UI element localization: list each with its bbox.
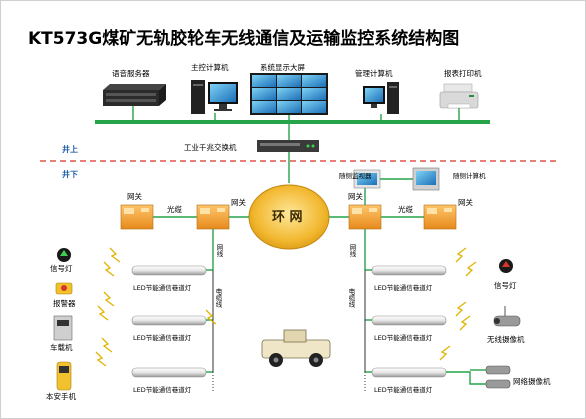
roadside-computer-icon	[412, 167, 440, 191]
fiber-right-label: 光缆	[398, 204, 413, 214]
lane-light-left-3-label: LED节能通信巷道灯	[133, 385, 192, 394]
lane-light-left-1-label: LED节能通信巷道灯	[133, 283, 192, 292]
lane-light-left-2-icon	[131, 315, 207, 326]
gateway-left-2-label: 网关	[231, 197, 246, 207]
switch-label: 工业千兆交换机	[184, 142, 237, 152]
gateway-right-2-label: 网关	[458, 197, 473, 207]
above-ground-label: 井上	[62, 144, 78, 154]
roadside-monitor-label: 随侧监视器	[339, 171, 372, 180]
gateway-left-2-icon	[196, 204, 230, 230]
rubber-tyred-vehicle-icon	[261, 329, 331, 367]
below-ground-label: 井下	[62, 169, 78, 179]
lane-light-right-3-label: LED节能通信巷道灯	[374, 385, 433, 394]
alarm-icon	[55, 282, 73, 295]
wireless-camera-icon	[493, 306, 521, 327]
lane-light-left-1-icon	[131, 265, 207, 276]
voice-server-icon	[103, 84, 166, 106]
net-cable-left-label: 网线	[215, 244, 223, 257]
gateway-right-2-icon	[423, 204, 457, 230]
left-device-phone-label: 本安手机	[46, 391, 76, 401]
main-computer-icon	[191, 80, 238, 114]
lane-light-right-1-icon	[371, 265, 447, 276]
industrial-switch-icon	[257, 140, 319, 152]
network-camera-icon	[485, 365, 511, 389]
right-device-wireless-camera-label: 无线摄像机	[487, 334, 525, 344]
printer-icon	[439, 83, 479, 109]
vehicle-terminal-icon	[53, 315, 73, 341]
gateway-left-1-icon	[120, 204, 154, 230]
right-device-signal-label: 信号灯	[494, 280, 517, 290]
gateway-right-1-label: 网关	[348, 191, 363, 201]
power-cable-right-label: 电缆线	[347, 287, 355, 308]
video-wall-label: 系统显示大屏	[260, 62, 305, 72]
signal-light-left-icon	[57, 248, 71, 262]
lane-light-right-1-label: LED节能通信巷道灯	[374, 283, 433, 292]
mgmt-computer-icon	[363, 82, 399, 114]
power-cable-left-label: 电缆线	[214, 287, 222, 308]
gateway-left-1-label: 网关	[127, 191, 142, 201]
lane-light-left-3-icon	[131, 367, 207, 378]
left-device-vehicle-label: 车载机	[50, 342, 73, 352]
right-device-network-camera-label: 网络摄像机	[513, 376, 551, 386]
main-computer-label: 主控计算机	[191, 62, 229, 72]
ring-network-label: 环 网	[272, 210, 303, 225]
video-wall-icon	[250, 73, 328, 115]
left-device-signal-label: 信号灯	[50, 263, 73, 273]
lane-light-left-2-label: LED节能通信巷道灯	[133, 333, 192, 342]
fiber-left-label: 光缆	[167, 204, 182, 214]
lane-light-right-2-label: LED节能通信巷道灯	[374, 333, 433, 342]
mgmt-computer-label: 管理计算机	[355, 68, 393, 78]
net-cable-right-label: 网线	[348, 244, 356, 257]
left-device-alarm-label: 报警器	[53, 298, 76, 308]
roadside-computer-label: 随侧计算机	[453, 171, 486, 180]
lane-light-right-3-icon	[371, 367, 447, 378]
signal-light-right-icon	[499, 259, 513, 273]
gateway-right-1-icon	[348, 204, 382, 230]
printer-label: 报表打印机	[444, 68, 482, 78]
lane-light-right-2-icon	[371, 315, 447, 326]
roadside-monitor-icon	[353, 169, 381, 189]
safety-phone-icon	[56, 361, 72, 391]
wireless-signals	[95, 247, 477, 367]
diagram-title: KT573G煤矿无轨胶轮车无线通信及运输监控系统结构图	[28, 28, 459, 49]
voice-server-label: 语音服务器	[112, 68, 150, 78]
